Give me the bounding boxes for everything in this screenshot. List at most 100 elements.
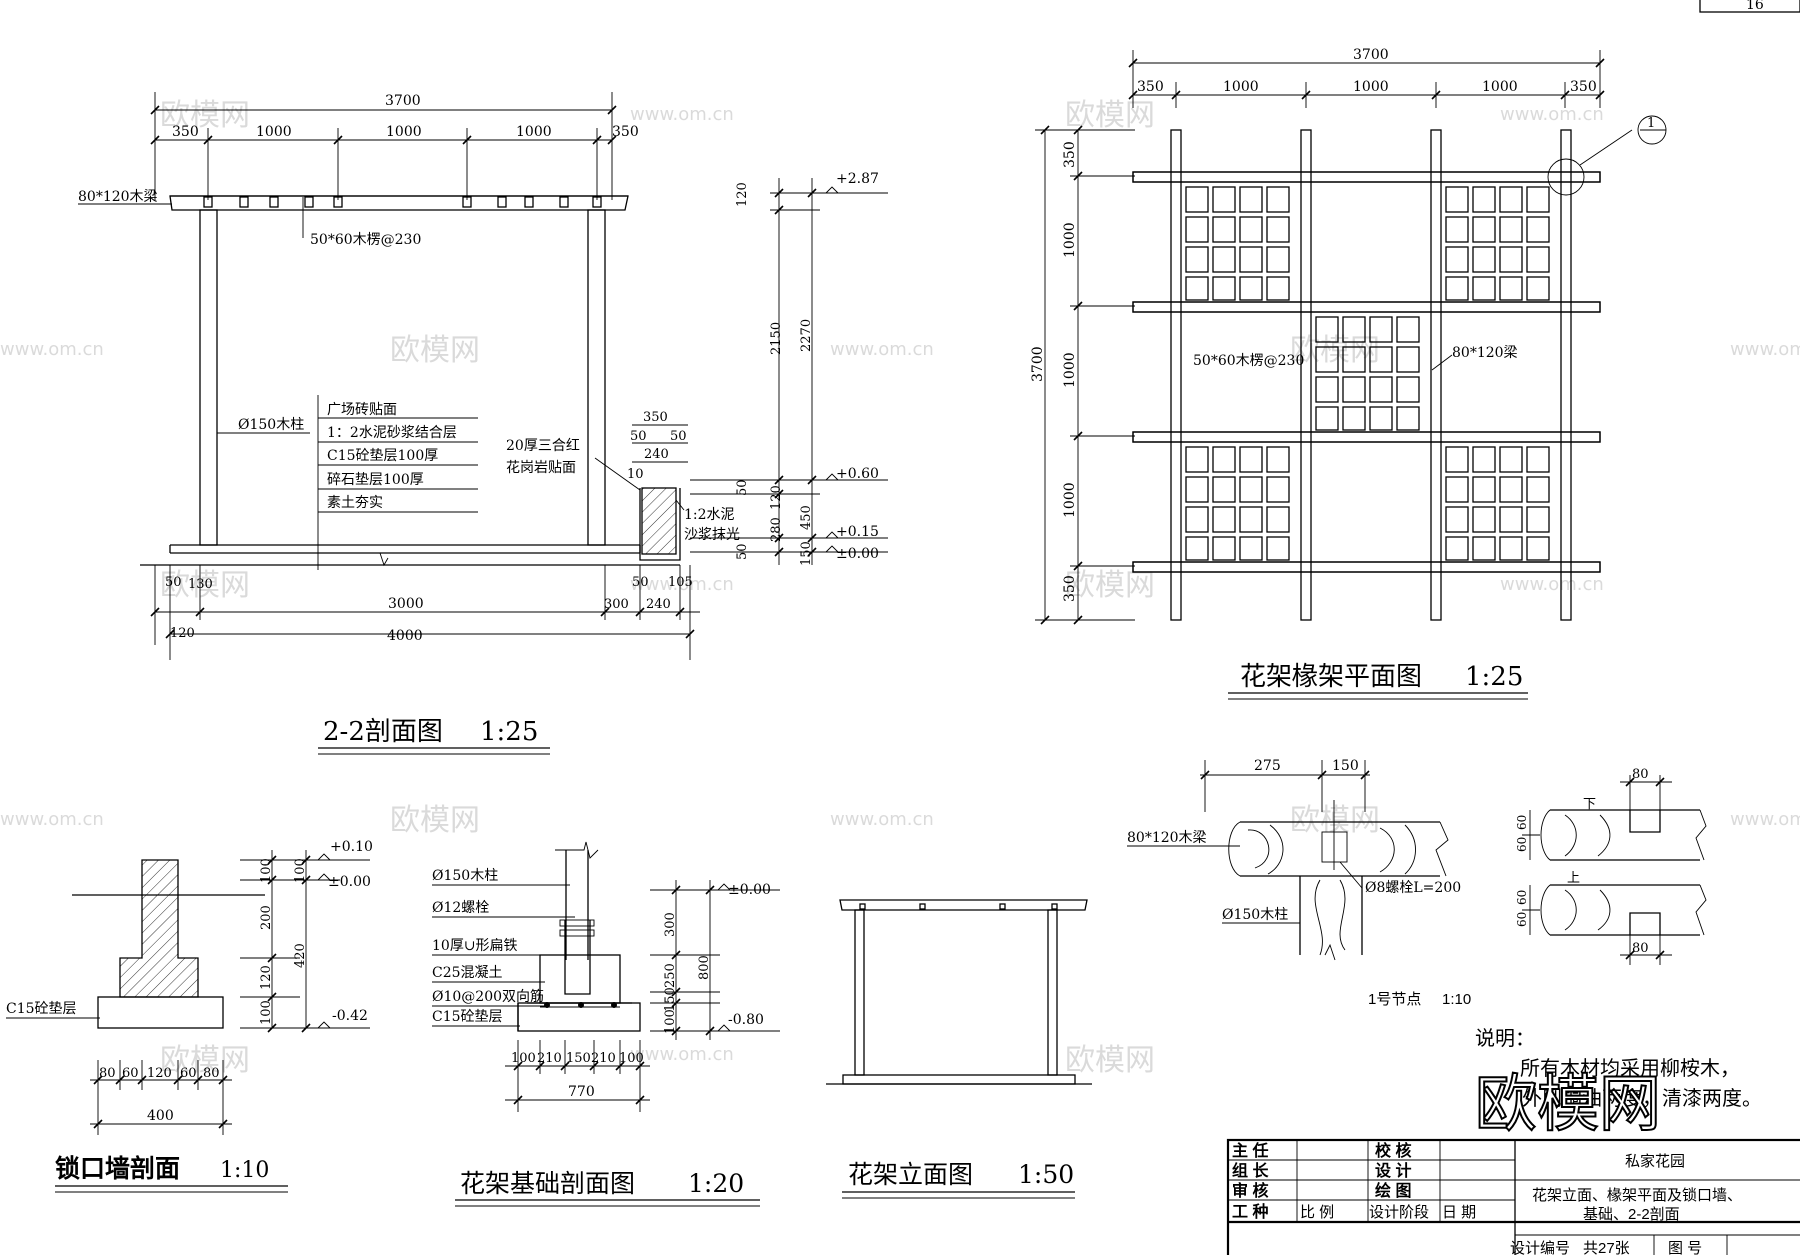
svg-text:50: 50: [165, 575, 182, 590]
svg-text:10: 10: [627, 467, 644, 482]
svg-text:2270: 2270: [799, 319, 814, 352]
watermark-brand: 欧模网: [1290, 803, 1380, 838]
svg-text:240: 240: [644, 447, 669, 462]
dim-seg: 1000: [256, 124, 292, 140]
watermark-url: www.om.cn: [0, 339, 104, 360]
watermark-url: www.om.cn: [1730, 809, 1800, 830]
section-2-2-title: 2-2剖面图: [323, 717, 443, 747]
notes: 说明： 所有木材均采用柳桉木， 外刷桐油两度，清漆两度。 欧模网: [1474, 1026, 1762, 1141]
svg-text:图 号: 图 号: [1668, 1240, 1702, 1255]
svg-text:碎石垫层100厚: 碎石垫层100厚: [327, 472, 424, 488]
svg-text:1000: 1000: [1062, 222, 1078, 258]
svg-text:±0.00: ±0.00: [328, 874, 371, 890]
svg-text:日 期: 日 期: [1442, 1204, 1476, 1221]
dim-seg: 350: [612, 124, 639, 140]
node-1-scale: 1:10: [1442, 991, 1471, 1008]
svg-text:200: 200: [259, 905, 274, 930]
svg-text:120: 120: [769, 485, 784, 510]
elevation-scale: 1:50: [1018, 1160, 1074, 1189]
watermark-url: www.om.cn: [630, 1044, 734, 1065]
svg-text:100: 100: [663, 1009, 678, 1034]
svg-text:1: 1: [1647, 116, 1655, 131]
rafter-marks: [203, 196, 602, 208]
notes-heading: 说明：: [1475, 1026, 1535, 1050]
drawing-title-2: 基础、2-2剖面: [1583, 1206, 1680, 1223]
svg-text:80*120木梁: 80*120木梁: [1127, 830, 1207, 846]
svg-text:50: 50: [630, 429, 647, 444]
svg-text:+0.15: +0.15: [836, 524, 879, 540]
svg-text:1000: 1000: [1062, 352, 1078, 388]
svg-text:60: 60: [1515, 815, 1529, 830]
page-number: 16: [1746, 0, 1764, 13]
svg-text:下: 下: [1583, 797, 1596, 812]
svg-text:3700: 3700: [1353, 47, 1389, 63]
svg-text:80: 80: [1632, 941, 1649, 956]
svg-text:280: 280: [769, 517, 784, 542]
rafter-plan: 3700 350 1000 1000 1000 350 3700 350 100…: [1030, 47, 1667, 700]
dim-total: 3700: [385, 93, 421, 109]
watermark-brand: 欧模网: [390, 803, 480, 838]
svg-text:400: 400: [147, 1108, 174, 1124]
watermark-url: www.om.cn: [1500, 574, 1604, 595]
watermark-url: www.om.cn: [830, 809, 934, 830]
svg-text:275: 275: [1254, 758, 1281, 774]
svg-text:350: 350: [1062, 575, 1078, 602]
lock-wall: [641, 487, 677, 555]
svg-text:60: 60: [1515, 912, 1529, 927]
svg-text:350: 350: [643, 410, 668, 425]
svg-text:150: 150: [663, 987, 678, 1012]
title-block: 主 任 校 核 组 长 设 计 审 核 绘 图 工 种 比 例 设计阶段 日 期…: [1226, 1138, 1800, 1255]
svg-text:800: 800: [697, 955, 712, 980]
svg-text:210: 210: [591, 1051, 616, 1066]
watermark-url: www.om.cn: [630, 574, 734, 595]
notes-line-1: 所有木材均采用柳桉木，: [1520, 1056, 1740, 1080]
svg-text:100: 100: [293, 858, 308, 883]
watermark-url: www.om.cn: [1730, 339, 1800, 360]
svg-text:共27张: 共27张: [1583, 1240, 1630, 1255]
svg-text:100: 100: [259, 1000, 274, 1025]
svg-text:80*120梁: 80*120梁: [1452, 345, 1518, 361]
svg-text:120: 120: [170, 626, 195, 641]
svg-text:240: 240: [646, 597, 671, 612]
svg-text:250: 250: [663, 963, 678, 988]
svg-text:2150: 2150: [769, 322, 784, 355]
watermark-brand: 欧模网: [1065, 568, 1155, 603]
foundation-title: 花架基础剖面图: [460, 1169, 635, 1198]
svg-text:350: 350: [1137, 79, 1164, 95]
svg-text:210: 210: [537, 1051, 562, 1066]
plan-beams: [1132, 129, 1601, 621]
rafter-label: 50*60木楞@230: [310, 232, 421, 248]
svg-text:Ø150木柱: Ø150木柱: [432, 868, 498, 884]
svg-text:80: 80: [203, 1066, 220, 1081]
svg-text:C15砼垫层: C15砼垫层: [432, 1009, 503, 1025]
svg-text:120: 120: [147, 1066, 172, 1081]
dim-seg: 1000: [386, 124, 422, 140]
watermark-brand: 欧模网: [390, 333, 480, 368]
section-2-2-scale: 1:25: [480, 717, 538, 747]
svg-text:150: 150: [566, 1051, 591, 1066]
svg-text:上: 上: [1567, 871, 1580, 886]
svg-text:50: 50: [735, 479, 750, 496]
svg-text:60: 60: [1515, 837, 1529, 852]
svg-text:Ø10@200双向筋: Ø10@200双向筋: [432, 988, 544, 1005]
svg-text:80: 80: [1632, 767, 1649, 782]
svg-text:C25混凝土: C25混凝土: [432, 965, 503, 981]
svg-text:105: 105: [668, 575, 693, 590]
svg-text:绘 图: 绘 图: [1375, 1181, 1411, 1200]
foundation-section: Ø150木柱 Ø12螺栓 10厚∪形扁铁 C25混凝土 Ø10@200双向筋 C…: [432, 841, 780, 1207]
foundation-scale: 1:20: [688, 1169, 744, 1198]
svg-text:3000: 3000: [388, 596, 424, 612]
section-beam: [169, 195, 629, 211]
concrete-block: [539, 954, 621, 1004]
svg-text:100: 100: [619, 1051, 644, 1066]
svg-text:Ø12螺栓: Ø12螺栓: [432, 900, 489, 916]
svg-text:设计编号: 设计编号: [1510, 1240, 1570, 1255]
svg-text:花岗岩贴面: 花岗岩贴面: [506, 460, 576, 476]
svg-text:770: 770: [568, 1084, 595, 1100]
svg-text:60: 60: [1515, 890, 1529, 905]
svg-text:1000: 1000: [1223, 79, 1259, 95]
svg-text:主 任: 主 任: [1232, 1141, 1268, 1160]
svg-text:设 计: 设 计: [1375, 1161, 1411, 1180]
node-1: 275 150 80*120木梁 Ø8螺栓L=200 Ø150木柱 1号节点 1…: [1127, 758, 1707, 1008]
